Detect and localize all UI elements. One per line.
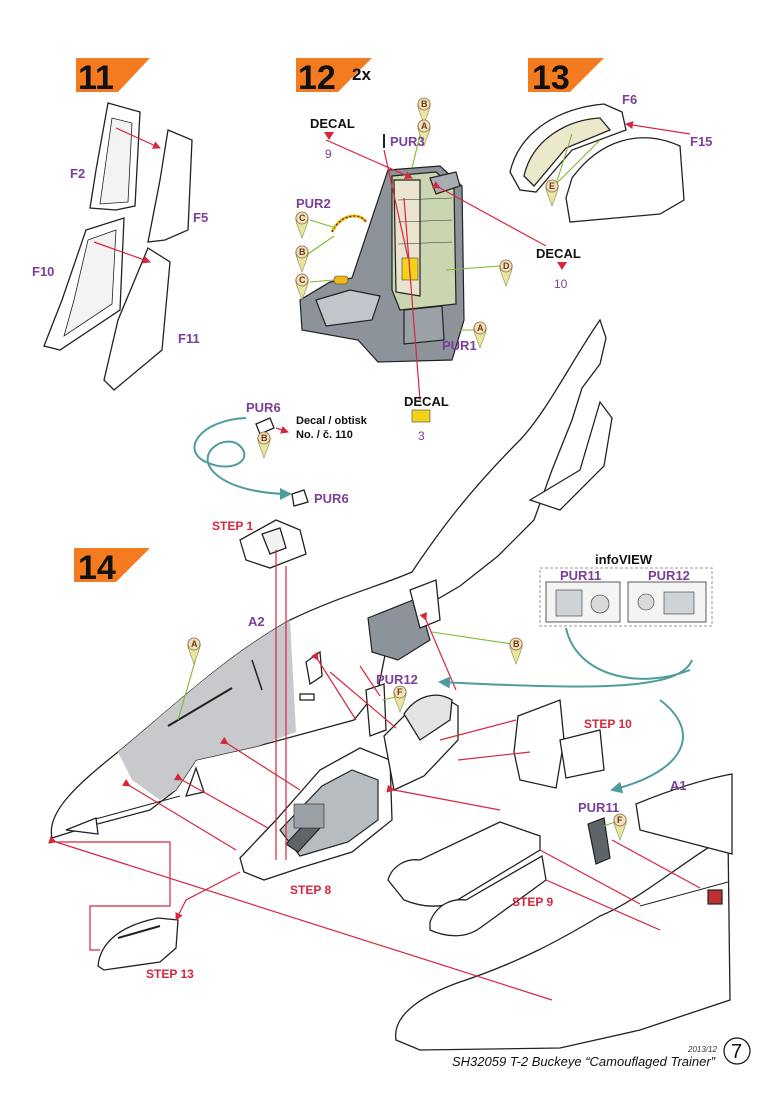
- svg-text:A: A: [191, 639, 198, 649]
- decal-9-number: 9: [325, 147, 332, 161]
- footer: 2013/12 SH32059 T-2 Buckeye “Camouflaged…: [452, 1037, 751, 1069]
- infoview-label-pur11: PUR11: [560, 568, 601, 583]
- label-a1: A1: [670, 778, 687, 793]
- label-a2: A2: [248, 614, 265, 629]
- label-f11: F11: [178, 331, 200, 346]
- label-f6: F6: [622, 92, 637, 107]
- glue-mark-a: A: [473, 321, 487, 349]
- label-pur6-b: PUR6: [314, 491, 349, 506]
- glue-mark-c: C: [295, 273, 309, 301]
- label-step-10: STEP 10: [584, 717, 632, 731]
- step-12-banner: 12 2x: [296, 58, 372, 97]
- label-f5: F5: [193, 210, 208, 225]
- label-step-9: STEP 9: [512, 895, 553, 909]
- glue-mark-b: B: [295, 245, 309, 273]
- glue-mark-b: B: [417, 97, 431, 125]
- decal-3-icon: [411, 409, 431, 423]
- step-14-diagram: A B F F STEP 1 STEP 10 STEP 8 STEP 9 STE…: [48, 318, 733, 1051]
- step-9-part-upper: [387, 821, 541, 907]
- svg-text:F: F: [617, 815, 623, 825]
- glue-mark-f: F: [393, 685, 407, 713]
- step-13-diagram: E F6 F15: [509, 92, 712, 223]
- svg-text:D: D: [503, 261, 510, 271]
- footer-title: SH32059 T-2 Buckeye “Camouflaged Trainer…: [452, 1054, 716, 1069]
- label-f2: F2: [70, 166, 85, 181]
- label-f10: F10: [32, 264, 54, 279]
- step-11-banner: 11: [76, 58, 150, 97]
- label-pur6-a: PUR6: [246, 400, 281, 415]
- decal-110-note-line1: Decal / obtisk: [296, 415, 368, 427]
- label-pur1: PUR1: [442, 338, 477, 353]
- step-13-part: [97, 917, 179, 971]
- glue-mark-a: A: [417, 119, 431, 147]
- svg-text:B: B: [261, 433, 268, 443]
- svg-text:B: B: [513, 639, 520, 649]
- step-11-diagram: F2 F5 F10 F11: [32, 102, 208, 391]
- glue-mark-b: B: [509, 637, 523, 665]
- glue-mark-d: D: [499, 259, 513, 287]
- decal-3-number: 3: [418, 429, 425, 443]
- glue-mark-a: A: [187, 637, 201, 665]
- svg-text:B: B: [299, 247, 306, 257]
- step-14-number: 14: [78, 549, 116, 587]
- step-12-multiplier: 2x: [352, 65, 371, 84]
- decal-3-label: DECAL: [404, 394, 449, 409]
- infoview-title: infoVIEW: [595, 552, 653, 567]
- glue-mark-b: B: [257, 431, 271, 459]
- label-pur3: PUR3: [390, 134, 425, 149]
- pur6-part: [291, 489, 309, 507]
- svg-text:A: A: [421, 121, 428, 131]
- infoview-label-pur12: PUR12: [648, 568, 690, 583]
- part-f11: [103, 247, 171, 391]
- decal-10-number: 10: [554, 277, 568, 291]
- label-pur11: PUR11: [578, 800, 619, 815]
- step-12-number: 12: [298, 59, 336, 97]
- step-14-banner: 14: [74, 548, 150, 587]
- step-13-number: 13: [532, 59, 570, 97]
- decal-110-note-line2: No. / č. 110: [296, 429, 353, 441]
- label-pur12: PUR12: [376, 672, 418, 687]
- decal-10-icon: [557, 262, 567, 270]
- svg-text:E: E: [549, 181, 555, 191]
- label-step-13: STEP 13: [146, 967, 194, 981]
- svg-text:A: A: [477, 323, 484, 333]
- page-number-circle: [723, 1037, 751, 1065]
- glue-mark-e: E: [545, 179, 559, 207]
- decal-10-label: DECAL: [536, 246, 581, 261]
- pur11-part: [587, 817, 611, 865]
- step-10-part: [513, 699, 565, 789]
- decal-9-label: DECAL: [310, 116, 355, 131]
- glue-mark-f: F: [613, 813, 627, 841]
- step-13-banner: 13: [528, 58, 604, 97]
- label-step-8: STEP 8: [290, 883, 331, 897]
- glue-mark-c: C: [295, 211, 309, 239]
- svg-text:B: B: [421, 99, 428, 109]
- part-f15: [565, 137, 685, 223]
- svg-text:F: F: [397, 687, 403, 697]
- label-f15: F15: [690, 134, 712, 149]
- footer-date: 2013/12: [687, 1045, 717, 1054]
- label-pur2: PUR2: [296, 196, 331, 211]
- svg-text:C: C: [299, 213, 306, 223]
- decal-9-icon: [324, 132, 334, 140]
- infoview-box: infoVIEW PUR11 PUR12: [539, 552, 713, 627]
- step-12-diagram: B A C B C D A DECAL 9 DECAL 10 DECAL 3 P…: [295, 97, 581, 443]
- page-number: 7: [731, 1041, 742, 1063]
- label-step-1: STEP 1: [212, 519, 253, 533]
- step-11-number: 11: [78, 59, 114, 97]
- svg-text:C: C: [299, 275, 306, 285]
- part-f5: [147, 129, 193, 243]
- pur6-assembly: PUR6 Decal / obtisk No. / č. 110 B PUR6: [193, 400, 368, 507]
